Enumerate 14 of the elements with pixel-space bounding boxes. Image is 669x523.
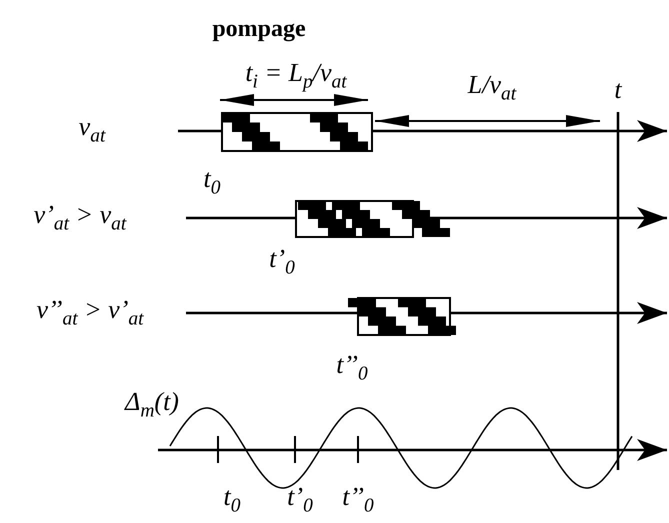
axis-label: t <box>614 77 622 103</box>
axis-label: Δ$_{m}$(t) <box>125 389 179 421</box>
axis-label: v’$_{at}$ > v$_{at}$ <box>34 202 126 234</box>
axis-label: t$_{0}$ <box>204 166 220 198</box>
axis-label: t$_{i}$ = L$_{p}$/v$_{at}$ <box>245 60 347 92</box>
axis-label: t’$_{0}$ <box>287 484 313 516</box>
title: pompage <box>212 16 306 43</box>
axis-label: v$_{at}$ <box>78 114 106 146</box>
axis-label: v’’$_{at}$ > v’$_{at}$ <box>36 297 144 329</box>
axis-label: t’’$_{0}$ <box>336 352 368 384</box>
axis-label: t’’$_{0}$ <box>342 484 374 516</box>
axis-label: L/v$_{at}$ <box>468 72 516 104</box>
axis-label: t$_{0}$ <box>224 484 240 516</box>
axis-label: t’$_{0}$ <box>269 246 295 278</box>
